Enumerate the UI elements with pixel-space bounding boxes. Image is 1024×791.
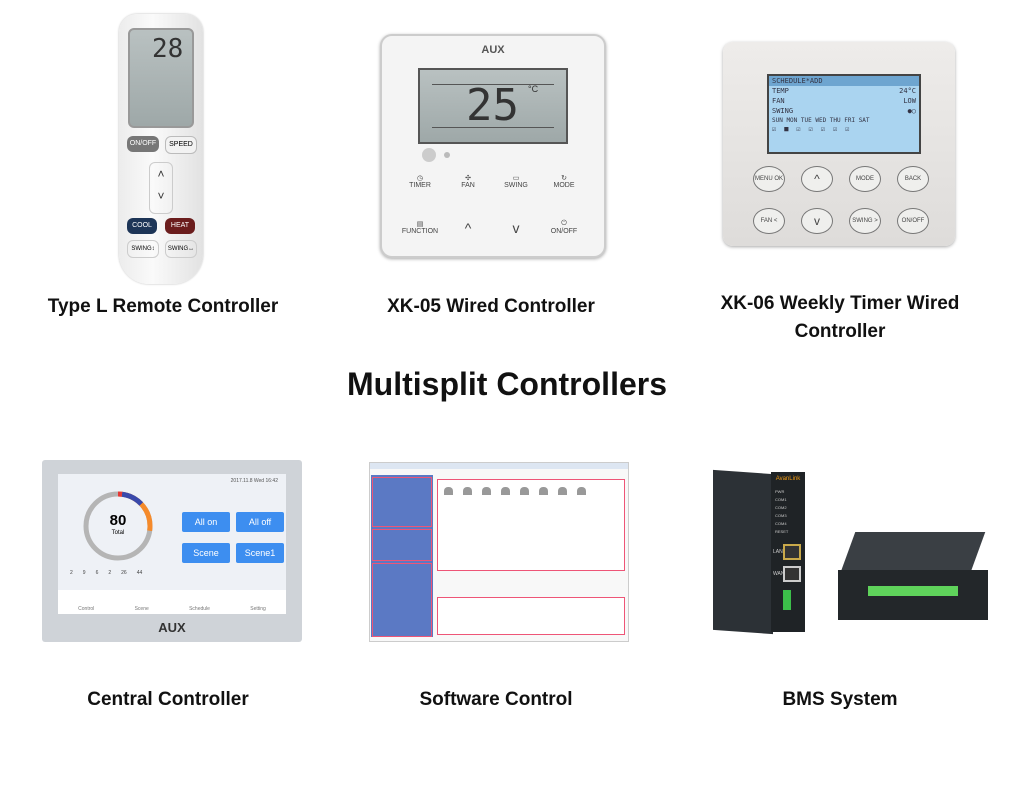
central-all-on-button: All on bbox=[182, 512, 230, 532]
central-controller-image: 2017.11.8 Wed 16:42 80 Total All on All … bbox=[42, 460, 302, 642]
count: 2 bbox=[70, 570, 73, 576]
xk05-brand-logo: AUX bbox=[481, 44, 505, 56]
bms-io-module-image bbox=[838, 532, 988, 622]
remote-speed-button: SPEED bbox=[165, 136, 197, 154]
central-scene-button: Scene bbox=[182, 543, 230, 563]
central-datetime: 2017.11.8 Wed 16:42 bbox=[230, 478, 278, 484]
remote-temp: 28 bbox=[152, 34, 184, 64]
nav-schedule: Schedule bbox=[189, 606, 210, 612]
remote-swing-v-button: SWING↕ bbox=[127, 240, 159, 258]
lan-port bbox=[783, 544, 801, 560]
remote-swing-h-button: SWING↔ bbox=[165, 240, 197, 258]
caption-xk-06-line2: Controller bbox=[794, 321, 886, 342]
xk06-up-button: ^ bbox=[801, 166, 833, 192]
wan-port-label: WAN bbox=[773, 571, 785, 577]
xk06-fan-value: LOW bbox=[903, 97, 916, 105]
xk-06-weekly-timer-controller-image: SCHEDULE*ADD TEMP 24°C FAN LOW SWING ●○ SUN… bbox=[723, 42, 955, 246]
xk06-fan-label: FAN bbox=[772, 97, 785, 105]
caption-software-control: Software Control bbox=[419, 689, 573, 710]
xk06-temp-value: 24°C bbox=[899, 87, 916, 95]
xk05-timer-button: ◷TIMER bbox=[409, 175, 431, 189]
xk06-days: SUN MON TUE WED THU FRI SAT bbox=[772, 117, 870, 124]
nav-scene: Scene bbox=[134, 606, 149, 612]
xk05-up-button: ^ bbox=[464, 220, 472, 236]
wan-port bbox=[783, 566, 801, 582]
bms-brand-logo: AvanLink bbox=[775, 476, 801, 482]
xk06-down-button: v bbox=[801, 208, 833, 234]
section-heading: Multisplit Controllers bbox=[347, 366, 667, 402]
caption-xk-06-line1: XK-06 Weekly Timer Wired bbox=[720, 293, 960, 314]
xk06-menu-ok-button: MENU OK bbox=[753, 166, 785, 192]
xk06-swing-toggle-icon: ●○ bbox=[907, 107, 916, 115]
central-brand-logo: AUX bbox=[158, 620, 186, 635]
software-unit-icons bbox=[444, 487, 586, 495]
central-total-value: 80 bbox=[109, 512, 127, 529]
central-scene1-button: Scene1 bbox=[236, 543, 284, 563]
xk06-mode-button: MODE bbox=[849, 166, 881, 192]
xk06-lcd-title: SCHEDULE*ADD bbox=[769, 76, 919, 86]
lan-port-label: LAN bbox=[773, 549, 783, 555]
remote-heat-button: HEAT bbox=[165, 218, 195, 234]
count: 9 bbox=[82, 570, 86, 576]
nav-setting: Setting bbox=[250, 606, 266, 612]
caption-bms-system: BMS System bbox=[782, 689, 898, 710]
caption-xk-06: XK-06 Weekly Timer Wired Controller bbox=[690, 290, 990, 346]
xk06-onoff-button: ON/OFF bbox=[897, 208, 929, 234]
count: 26 bbox=[121, 570, 127, 576]
nav-control: Control bbox=[78, 606, 95, 612]
central-nav-bar: Control Scene Schedule Setting bbox=[58, 590, 286, 614]
caption-central-controller: Central Controller bbox=[87, 689, 249, 710]
central-counts: 2 9 6 2 26 44 bbox=[70, 570, 142, 576]
caption-type-l-remote: Type L Remote Controller bbox=[47, 296, 279, 317]
xk06-swing-label: SWING bbox=[772, 107, 794, 115]
central-all-off-button: All off bbox=[236, 512, 284, 532]
central-total-label: Total bbox=[111, 530, 125, 536]
xk05-mode-button: ↻MODE bbox=[553, 175, 575, 189]
xk05-temp: 25 bbox=[466, 80, 519, 131]
power-terminal bbox=[783, 590, 791, 610]
caption-xk-05: XK-05 Wired Controller bbox=[387, 296, 595, 317]
xk05-fan-button: ✣FAN bbox=[461, 175, 475, 189]
xk06-fan-button: FAN < bbox=[753, 208, 785, 234]
xk05-unit: °C bbox=[528, 84, 539, 94]
green-terminal-block bbox=[868, 586, 958, 596]
central-controller-screen: 2017.11.8 Wed 16:42 80 Total All on All … bbox=[58, 474, 286, 614]
xk05-onoff-button: ⏻ON/OFF bbox=[550, 220, 578, 235]
xk06-temp-label: TEMP bbox=[772, 87, 789, 95]
remote-lcd: 28 bbox=[128, 28, 194, 128]
xk05-swing-button: ▭SWING bbox=[504, 175, 528, 189]
central-ring-chart bbox=[83, 491, 153, 561]
remote-up-down-buttons: ˄˅ bbox=[149, 162, 173, 214]
remote-cool-button: COOL bbox=[127, 218, 157, 234]
xk-05-wired-controller-image: AUX 25 °C ◷TIMER ✣FAN ▭SWING ↻MODE ▤FUNC… bbox=[380, 34, 606, 258]
remote-onoff-button: ON/OFF bbox=[127, 136, 159, 152]
xk06-swing-button: SWING > bbox=[849, 208, 881, 234]
count: 44 bbox=[136, 570, 143, 576]
xk05-down-button: v bbox=[512, 220, 520, 236]
xk06-day-checkboxes: ☑■☑☑☑☑☑ bbox=[772, 125, 858, 133]
xk05-lcd: 25 °C bbox=[418, 68, 568, 144]
software-control-screenshot bbox=[369, 462, 629, 642]
xk06-back-button: BACK bbox=[897, 166, 929, 192]
ring-red bbox=[83, 491, 153, 561]
xk06-lcd: SCHEDULE*ADD TEMP 24°C FAN LOW SWING ●○ SUN… bbox=[767, 74, 921, 154]
type-l-remote-controller-image: 28 ON/OFF SPEED ˄˅ COOL HEAT SWING↕ SWIN… bbox=[119, 14, 203, 284]
count: 6 bbox=[95, 570, 99, 576]
xk05-function-button: ▤FUNCTION bbox=[401, 221, 439, 235]
count: 2 bbox=[108, 570, 112, 576]
